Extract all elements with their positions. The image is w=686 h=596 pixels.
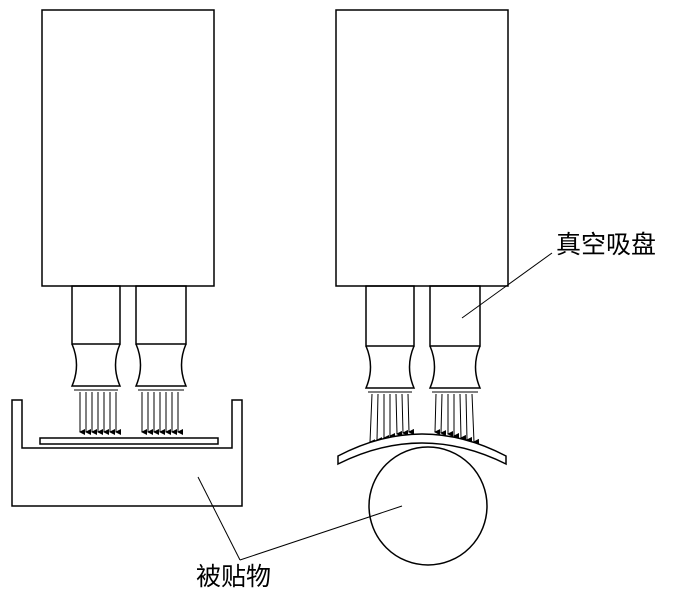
left-film	[39, 437, 219, 445]
left-suction-arrows	[79, 392, 183, 435]
left-tray	[11, 399, 243, 507]
right-vacuum-cup-a	[364, 285, 416, 393]
left-suction-assembly	[11, 9, 243, 507]
right-curved-film	[337, 433, 507, 466]
left-head-body	[41, 9, 215, 287]
adherend-leader-right	[239, 505, 403, 561]
left-vacuum-cup-b	[134, 285, 188, 391]
right-head-body	[335, 9, 509, 287]
right-vacuum-cup-b	[428, 285, 482, 393]
vacuum-cup-label: 真空吸盘	[556, 230, 657, 259]
right-suction-assembly	[335, 9, 509, 566]
left-vacuum-cup-a	[70, 285, 122, 391]
right-suction-arrows	[369, 393, 480, 446]
vacuum-cup-leader	[461, 252, 553, 319]
right-roller	[368, 446, 488, 566]
adherend-label: 被贴物	[196, 562, 272, 591]
adherend-leader-left	[197, 476, 241, 561]
